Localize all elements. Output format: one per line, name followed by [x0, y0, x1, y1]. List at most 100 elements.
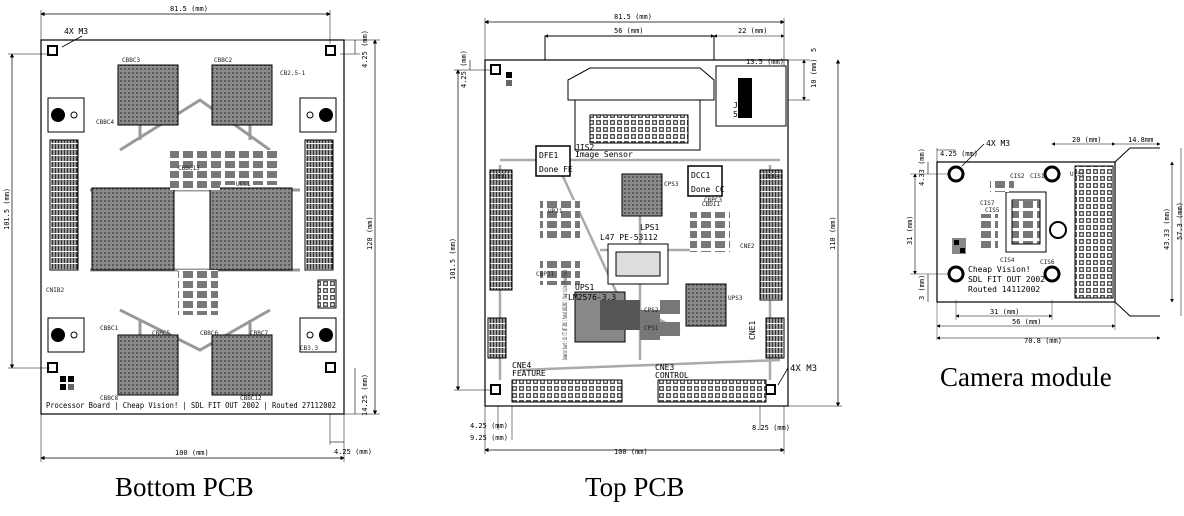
- bottom-ref-1: CBBC3: [122, 57, 140, 64]
- image-sensor-chip: [1011, 199, 1041, 245]
- done-fe-label: Done FE: [539, 165, 573, 174]
- top-dim-conn-h1: 13.5 (mm): [746, 58, 784, 66]
- chip-top-left: [117, 64, 179, 126]
- top-dim-width-bottom: 100 (mm): [614, 448, 648, 456]
- bottom-ref-10: CBBC5: [152, 330, 170, 337]
- ups3-chip: [685, 283, 727, 327]
- bottom-ref-14: CBBC12: [240, 395, 262, 402]
- dfe1-label: DFE1: [539, 151, 558, 160]
- top-ref-2: CBBC4: [762, 173, 780, 180]
- camera-ref-4: CIS5: [985, 207, 1000, 214]
- bottom-dim-margin-top: 4.25 (mm): [361, 30, 369, 68]
- top-dim-margin-bl2: 9.25 (mm): [470, 434, 508, 442]
- top-dim-connector-offset: 22 (mm): [738, 27, 768, 35]
- control-header: [657, 379, 767, 403]
- bottom-mount-label: 4X M3: [64, 27, 88, 36]
- dcc1-label: DCC1: [691, 171, 710, 180]
- camera-dim-w31: 31 (mm): [990, 308, 1020, 316]
- top-dim-height-right: 110 (mm): [829, 216, 837, 250]
- top-dim-conn-h2: 5: [810, 48, 818, 52]
- caption-camera-module: Camera module: [940, 362, 1112, 392]
- image-sensor-label: Image Sensor: [575, 150, 633, 159]
- jis2-label: JIS2: [575, 143, 594, 152]
- bottom-dim-margin-br1: 14.25 (mm): [361, 374, 369, 416]
- dfe1-box: [535, 145, 571, 177]
- camera-dim-h4333: 43.33 (mm): [1163, 208, 1171, 250]
- dcc1-box: [687, 165, 723, 197]
- bottom-ref-9: CB3.3: [300, 345, 318, 352]
- camera-dim-w20: 20 (mm): [1072, 136, 1102, 144]
- top-dim-margin-br: 8.25 (mm): [752, 424, 790, 432]
- jps1-voltage: 5V: [733, 110, 743, 119]
- top-ref-9: CPS1: [644, 325, 659, 332]
- done-cc-label: Done CC: [691, 185, 725, 194]
- power-jack: [738, 78, 752, 118]
- top-dim-margin-bl: 4.25 (mm): [470, 422, 508, 430]
- camera-header: [1074, 165, 1114, 299]
- connector-right: [304, 139, 334, 271]
- camera-ref-6: U1S1: [1070, 171, 1085, 178]
- bottom-ref-7: CNIB2: [46, 287, 64, 294]
- top-mount-label: 4X M3: [790, 364, 817, 374]
- camera-dim-w148: 14.8mm: [1128, 136, 1153, 144]
- camera-ref-1: CIS2: [1010, 173, 1025, 180]
- bottom-footer-label: Processor Board | Cheap Vision! | SDL FI…: [46, 401, 336, 410]
- cne3-label: CNE3: [655, 363, 674, 372]
- top-ref-8: CPS2: [644, 307, 659, 314]
- top-ref-1: CBBD1: [492, 173, 510, 180]
- camera-module: Cheap Vision! SDL FIT OUT 2002 Routed 14…: [906, 136, 1184, 345]
- top-dim-height-left: 101.5 (mm): [449, 238, 457, 280]
- bottom-ref-3: CB2.5-1: [280, 70, 306, 77]
- chip-bottom-left: [117, 334, 179, 396]
- top-dim-connector-width: 56 (mm): [614, 27, 644, 35]
- camera-dim-h3: 3 (mm): [918, 275, 926, 300]
- bottom-ref-13: CBBC8: [100, 395, 118, 402]
- chip-top-right: [211, 64, 273, 126]
- bottom-ref-6: CBBC4: [96, 119, 114, 126]
- chip-center-left: [91, 187, 175, 271]
- bottom-pcb: CBBC3 CBBC2 CB2.5-1 CBBC13 UCC1 CBBC4 CN…: [3, 5, 380, 462]
- lm2576-label: LM2576-3.3: [568, 293, 616, 302]
- top-connector-left: [489, 169, 513, 291]
- camera-dim-w708: 70.8 (mm): [1024, 337, 1062, 345]
- bottom-ref-5: UCC1: [236, 181, 251, 188]
- image-sensor-connector: [567, 67, 715, 101]
- top-ref-11: CBPC3: [704, 197, 722, 204]
- top-board-text: Connector board | SDL FIT OUT 2002 | Rou…: [562, 270, 569, 360]
- connector-left: [49, 139, 79, 271]
- chip-center-right: [209, 187, 293, 271]
- bottom-dim-height-right: 120 (mm): [366, 216, 374, 250]
- top-dim-margin-top: 4.25 (mm): [460, 50, 468, 88]
- top-dim-width-top: 81.5 (mm): [614, 13, 652, 21]
- camera-line2: SDL FIT OUT 2002: [968, 275, 1045, 284]
- bottom-ref-4: CBBC13: [178, 165, 200, 172]
- camera-ref-2: CIS1: [1030, 173, 1045, 180]
- top-ref-7: CBPJ1: [536, 271, 554, 278]
- l47-label: L47 PE-53112: [600, 233, 658, 242]
- bottom-ref-11: CBBC6: [200, 330, 218, 337]
- bottom-ref-2: CBBC2: [214, 57, 232, 64]
- camera-ref-3: CIS7: [980, 200, 995, 207]
- camera-dim-h433: 4.33 (mm): [918, 148, 926, 186]
- bottom-board-outline: [40, 39, 345, 415]
- fe-chip: [621, 173, 663, 217]
- jps1-label: JPS1: [733, 101, 752, 110]
- camera-dim-h31: 31 (mm): [906, 215, 914, 245]
- top-ref-5: CPS3: [664, 181, 679, 188]
- caption-top-pcb: Top PCB: [585, 472, 685, 502]
- image-sensor-header: [589, 114, 689, 144]
- cne1-label: CNE1: [748, 321, 757, 340]
- bottom-ref-12: CBBC7: [250, 330, 268, 337]
- camera-dim-h57: 57.3 (mm): [1176, 202, 1184, 240]
- top-ref-3: CBDI1: [702, 201, 720, 208]
- ups1-label: UPS1: [575, 283, 594, 292]
- top-dim-conn-h3: 10 (mm): [810, 58, 818, 88]
- camera-dim-w56: 56 (mm): [1012, 318, 1042, 326]
- bottom-ref-8: CBBC1: [100, 325, 118, 332]
- top-connector-right: [759, 169, 783, 301]
- top-ref-4: UPJ1: [548, 208, 563, 215]
- top-ref-10: CNE2: [740, 243, 755, 250]
- top-ref-6: UPS3: [728, 295, 743, 302]
